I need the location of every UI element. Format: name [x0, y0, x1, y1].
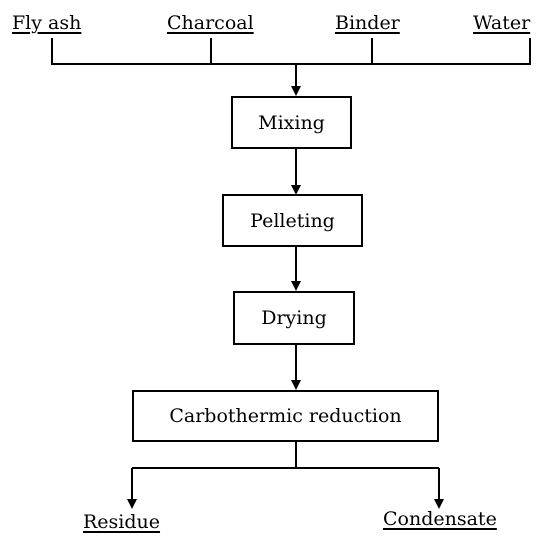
step-box-mixing: Mixing [231, 96, 352, 149]
step-box-drying: Drying [233, 291, 355, 345]
input-label-fly-ash: Fly ash [12, 12, 82, 34]
step-box-carbothermic-reduction: Carbothermic reduction [132, 390, 439, 442]
output-label-condensate: Condensate [383, 508, 497, 530]
step-box-pelleting: Pelleting [222, 194, 363, 247]
step-label-mixing: Mixing [258, 111, 325, 134]
input-label-binder: Binder [335, 12, 400, 34]
input-label-water: Water [473, 12, 531, 34]
step-label-carbothermic-reduction: Carbothermic reduction [169, 405, 402, 427]
step-label-drying: Drying [261, 307, 327, 329]
step-label-pelleting: Pelleting [250, 209, 335, 232]
output-label-residue: Residue [83, 511, 161, 533]
input-label-charcoal: Charcoal [167, 12, 254, 34]
